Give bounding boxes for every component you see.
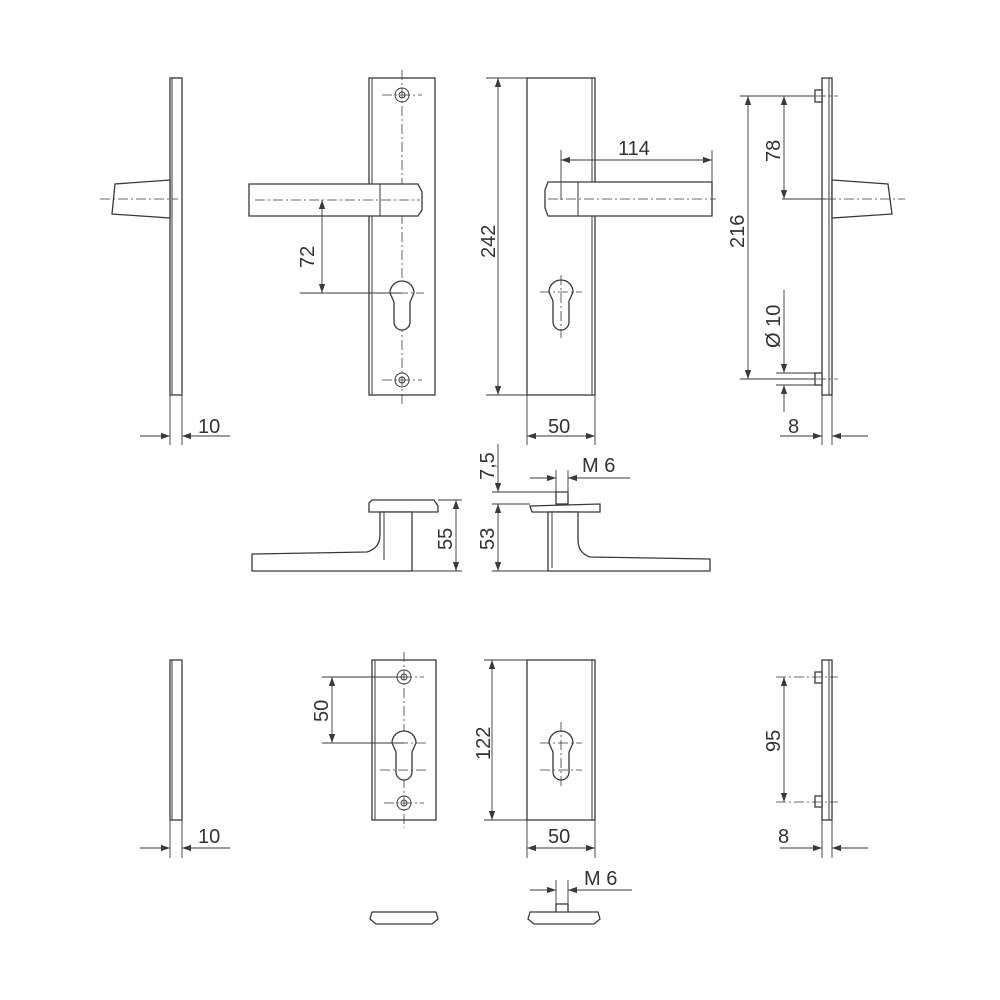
side-view-right-lever — [740, 77, 905, 445]
side-view-left-lever — [100, 77, 230, 445]
dim-53: 53 — [477, 528, 499, 550]
rear-view-lever-plate — [486, 77, 716, 445]
dim-114: 114 — [618, 138, 650, 160]
dim-diameter-10: Ø 10 — [763, 305, 785, 348]
dim-216: 216 — [727, 215, 749, 248]
dim-7-5: 7,5 — [477, 452, 499, 480]
dim-122: 122 — [473, 727, 495, 760]
dim-50-top: 50 — [548, 416, 570, 438]
dim-72: 72 — [297, 246, 319, 268]
dim-m6-top: M 6 — [582, 455, 615, 477]
dim-50-bottom: 50 — [548, 826, 570, 848]
top-view-lever-left — [251, 499, 462, 572]
dim-m6-bottom: M 6 — [584, 868, 617, 890]
dim-95: 95 — [763, 730, 785, 752]
dim-78: 78 — [763, 140, 785, 162]
top-view-lever-right — [492, 444, 711, 572]
front-view-lever-plate — [248, 70, 436, 405]
side-view-right-escutcheon — [776, 659, 868, 858]
dim-8-top: 8 — [788, 416, 799, 438]
dim-thickness-10-bottom: 10 — [198, 826, 220, 848]
front-view-escutcheon — [322, 652, 437, 828]
side-view-left-escutcheon — [140, 659, 230, 858]
top-view-escutcheon-right — [527, 880, 632, 925]
top-view-escutcheon-left — [369, 911, 439, 925]
dim-thickness-10-top: 10 — [198, 416, 220, 438]
dim-50-escutcheon: 50 — [311, 700, 333, 722]
rear-view-escutcheon — [484, 659, 596, 858]
dim-55: 55 — [435, 528, 457, 550]
dim-8-bottom: 8 — [778, 826, 789, 848]
dim-242: 242 — [478, 225, 500, 258]
